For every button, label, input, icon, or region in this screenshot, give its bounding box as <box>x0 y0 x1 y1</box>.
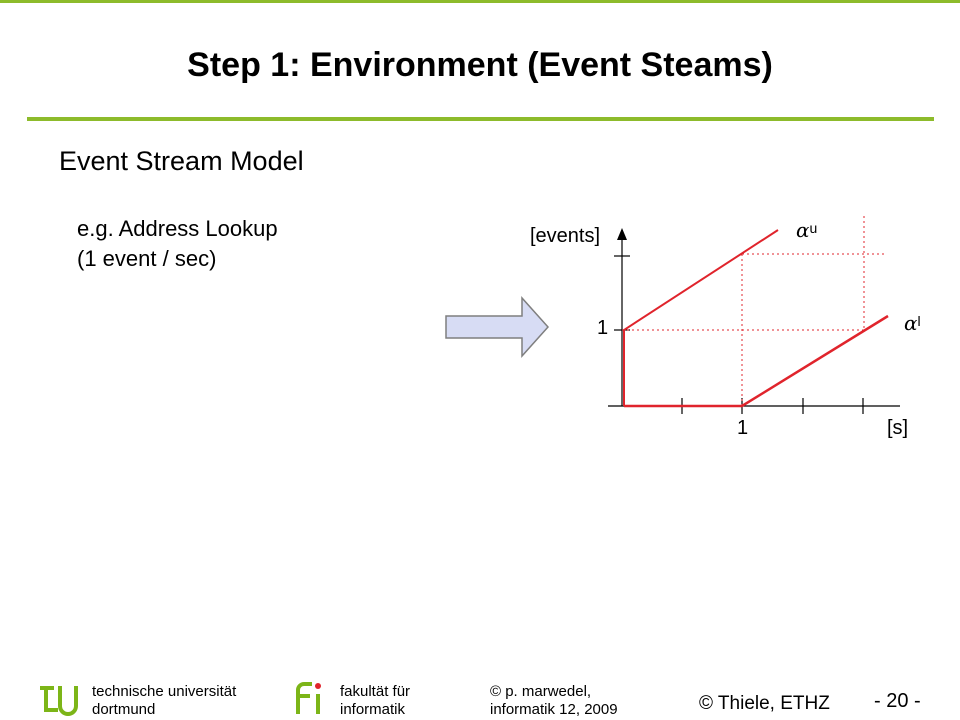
footer-copyright-line1: © p. marwedel, <box>490 683 592 700</box>
footer-faculty-line2: informatik <box>340 701 406 718</box>
x-tick-label: 1 <box>737 417 748 439</box>
upper-curve-label: αu <box>796 218 817 242</box>
footer-copyright-line2: informatik 12, 2009 <box>490 701 618 718</box>
title-underline <box>27 117 934 121</box>
example-line-2: (1 event / sec) <box>77 246 217 271</box>
y-tick-label: 1 <box>597 317 608 339</box>
y-axis-arrowhead <box>617 228 627 240</box>
fi-logo <box>296 682 321 714</box>
lower-curve-label: αl <box>904 311 921 335</box>
footer-faculty-line1: fakultät für <box>340 683 411 700</box>
example-line-1: e.g. Address Lookup <box>77 216 278 241</box>
page-number: - 20 - <box>874 690 921 712</box>
slide-title: Step 1: Environment (Event Steams) <box>187 46 773 84</box>
upper-arrival-curve <box>623 229 779 406</box>
x-axis-label: [s] <box>887 417 908 439</box>
top-accent-rule <box>0 0 960 3</box>
tu-dortmund-logo <box>40 686 78 716</box>
footer-credit: © Thiele, ETHZ <box>699 693 830 714</box>
lower-arrival-curve <box>624 314 889 408</box>
footer-university-line1: technische universität <box>92 683 237 700</box>
footer-university-line2: dortmund <box>92 701 156 718</box>
y-axis-label: [events] <box>530 225 600 247</box>
section-heading: Event Stream Model <box>59 146 304 176</box>
right-arrow-icon <box>445 296 550 358</box>
